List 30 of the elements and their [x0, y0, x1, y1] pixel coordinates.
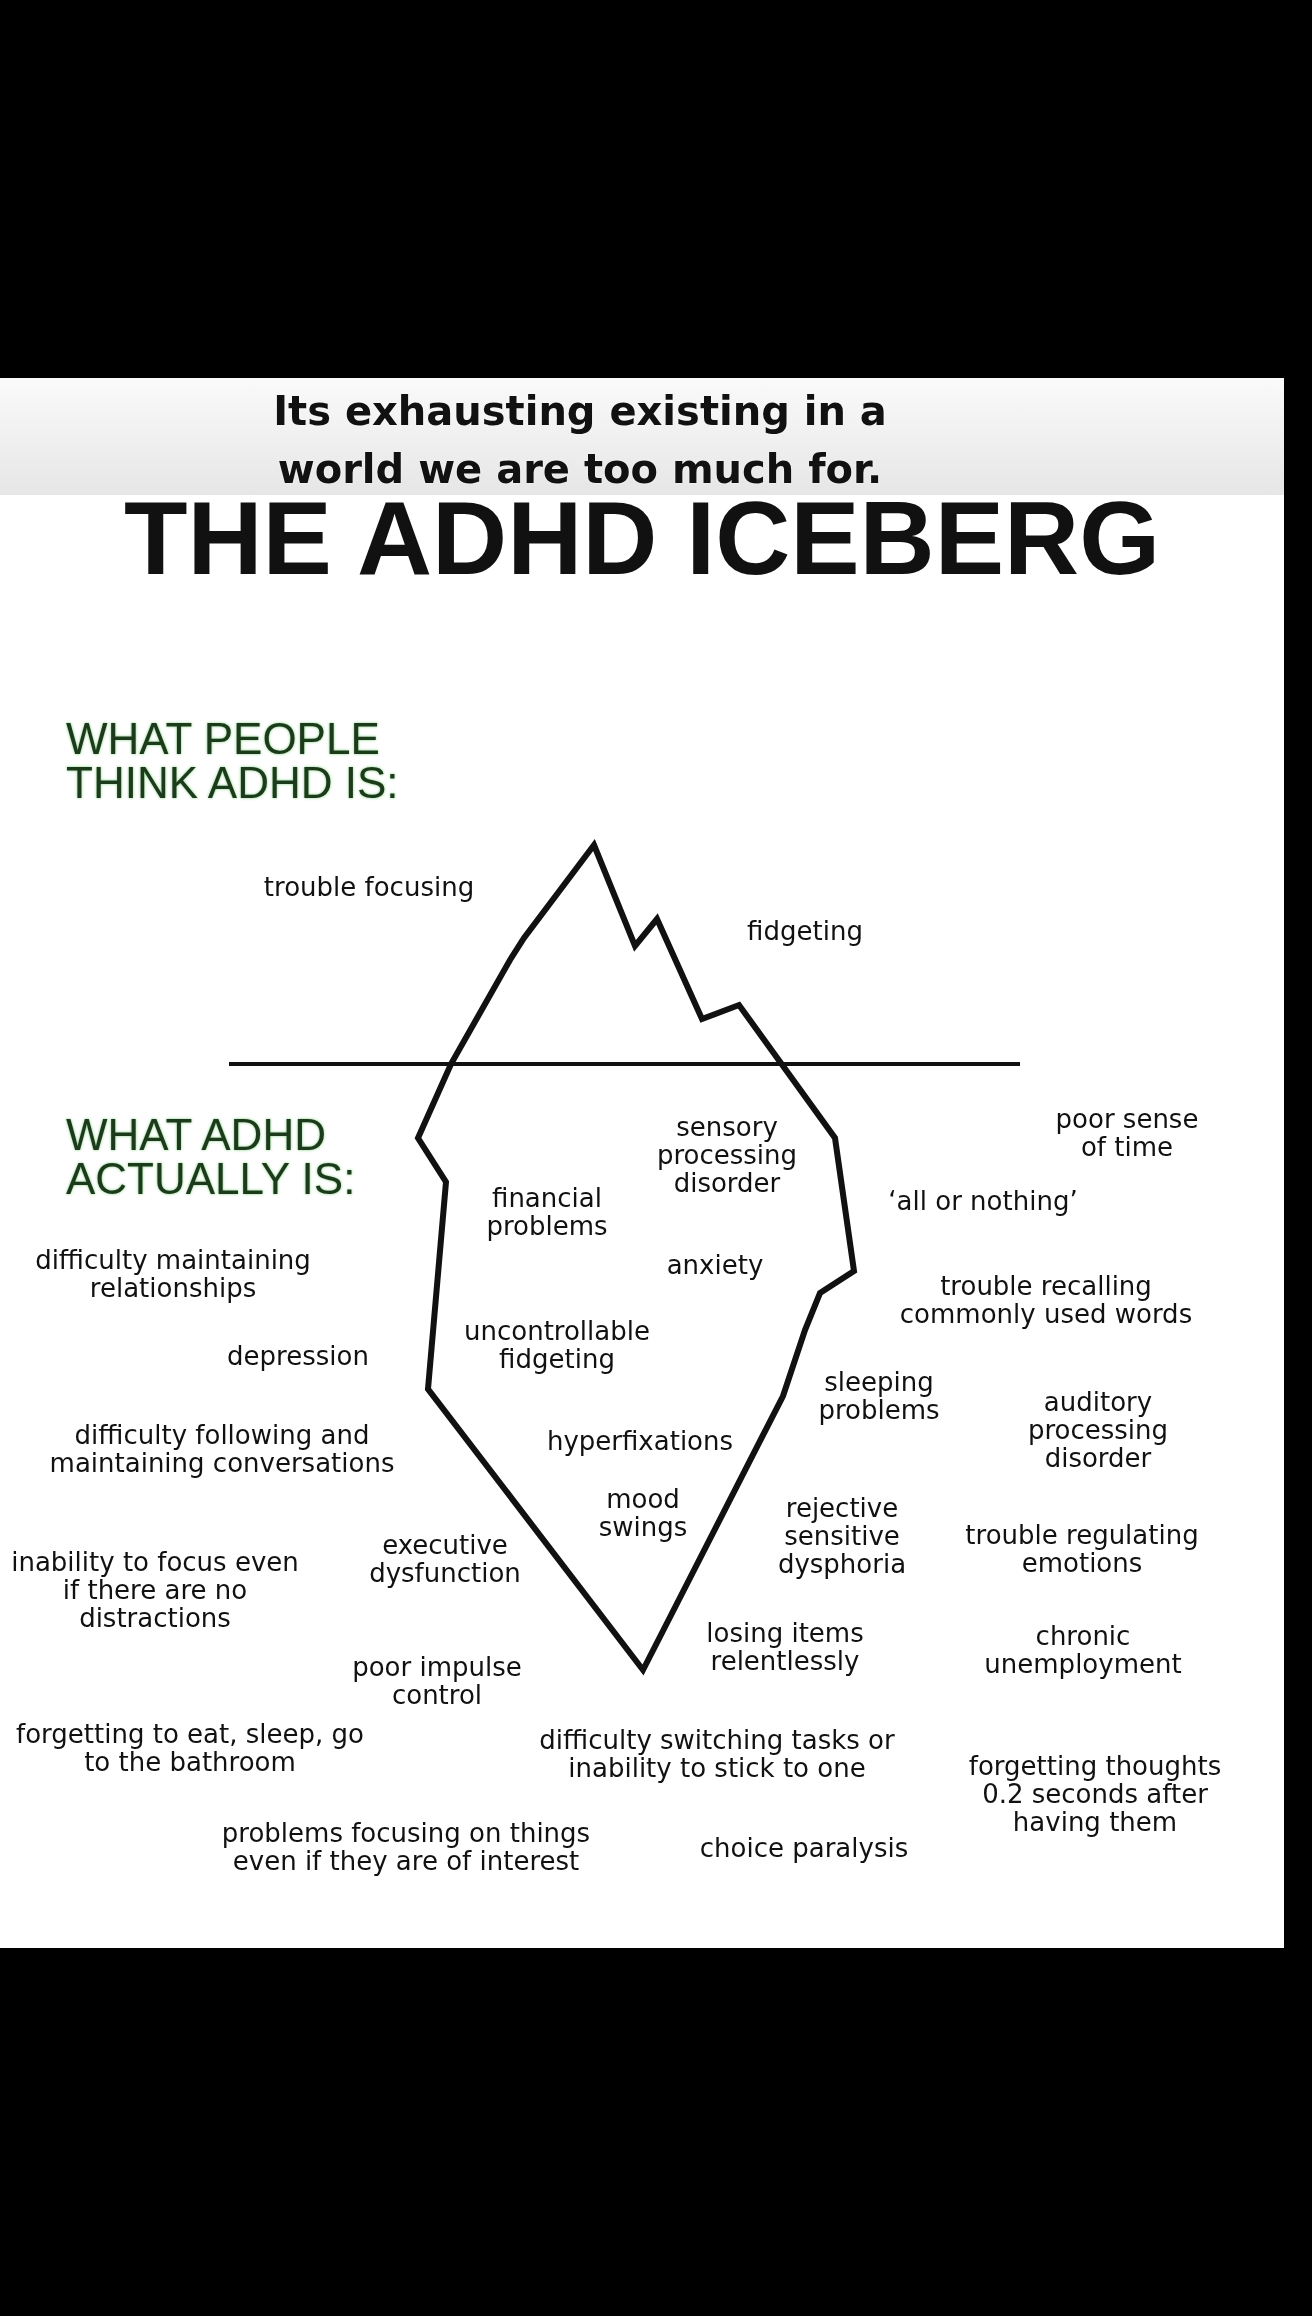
label-text: auditory processing disorder: [1026, 1388, 1170, 1472]
label-text: trouble focusing: [262, 873, 476, 901]
label-text: problems focusing on things even if they are of interest: [220, 1819, 592, 1875]
label-text: trouble recalling commonly used words: [898, 1272, 1194, 1328]
label-text: poor impulse control: [351, 1653, 523, 1709]
section-heading: WHAT PEOPLE THINK ADHD IS:: [66, 717, 400, 805]
label-text: inability to focus even if there are no distractions: [10, 1548, 300, 1632]
label-text: forgetting thoughts 0.2 seconds after having them: [967, 1752, 1223, 1836]
label-text: rejective sensitive dysphoria: [776, 1494, 908, 1578]
label-text: depression: [226, 1342, 370, 1370]
label-text: sensory processing disorder: [655, 1113, 799, 1197]
label-text: difficulty following and maintaining conversations: [48, 1421, 396, 1477]
label-text: choice paralysis: [698, 1834, 910, 1862]
label-text: hyperfixations: [545, 1427, 735, 1455]
label-text: difficulty maintaining relationships: [34, 1246, 312, 1302]
label-text: ‘all or nothing’: [887, 1187, 1079, 1215]
label-text: mood swings: [597, 1485, 689, 1541]
label-text: anxiety: [665, 1251, 765, 1279]
label-text: uncontrollable fidgeting: [463, 1317, 651, 1373]
label-text: difficulty switching tasks or inability to stick to one: [538, 1726, 896, 1782]
section-heading: WHAT ADHD ACTUALLY IS:: [66, 1113, 357, 1201]
label-text: forgetting to eat, sleep, go to the bathroom: [15, 1720, 365, 1776]
label-text: losing items relentlessly: [705, 1619, 865, 1675]
label-text: executive dysfunction: [368, 1531, 522, 1587]
label-text: chronic unemployment: [983, 1622, 1183, 1678]
label-text: trouble regulating emotions: [964, 1521, 1200, 1577]
label-text: fidgeting: [746, 917, 864, 945]
label-text: sleeping problems: [817, 1368, 941, 1424]
label-text: financial problems: [485, 1184, 609, 1240]
label-text: poor sense of time: [1054, 1105, 1200, 1161]
